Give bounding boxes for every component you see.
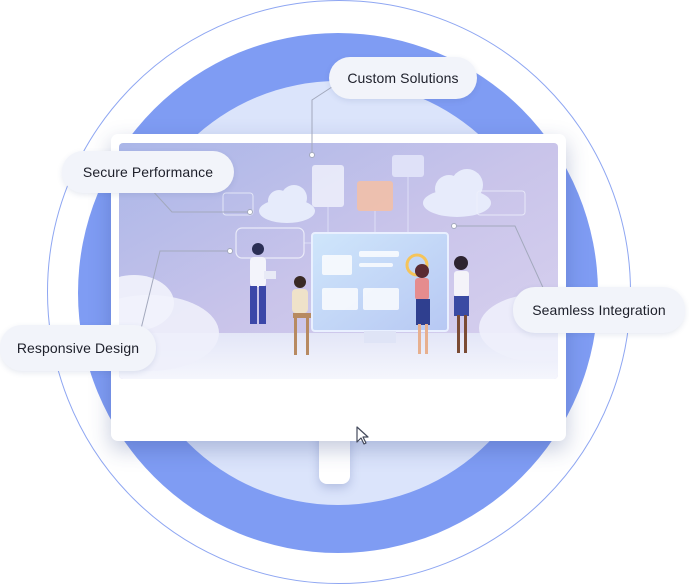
responsive-design-label: Responsive Design xyxy=(0,325,156,371)
custom-solutions-label: Custom Solutions xyxy=(329,57,477,99)
mouse-pointer-icon xyxy=(356,426,369,445)
seamless-integration-label: Seamless Integration xyxy=(513,287,685,333)
secure-performance-label: Secure Performance xyxy=(62,151,234,193)
